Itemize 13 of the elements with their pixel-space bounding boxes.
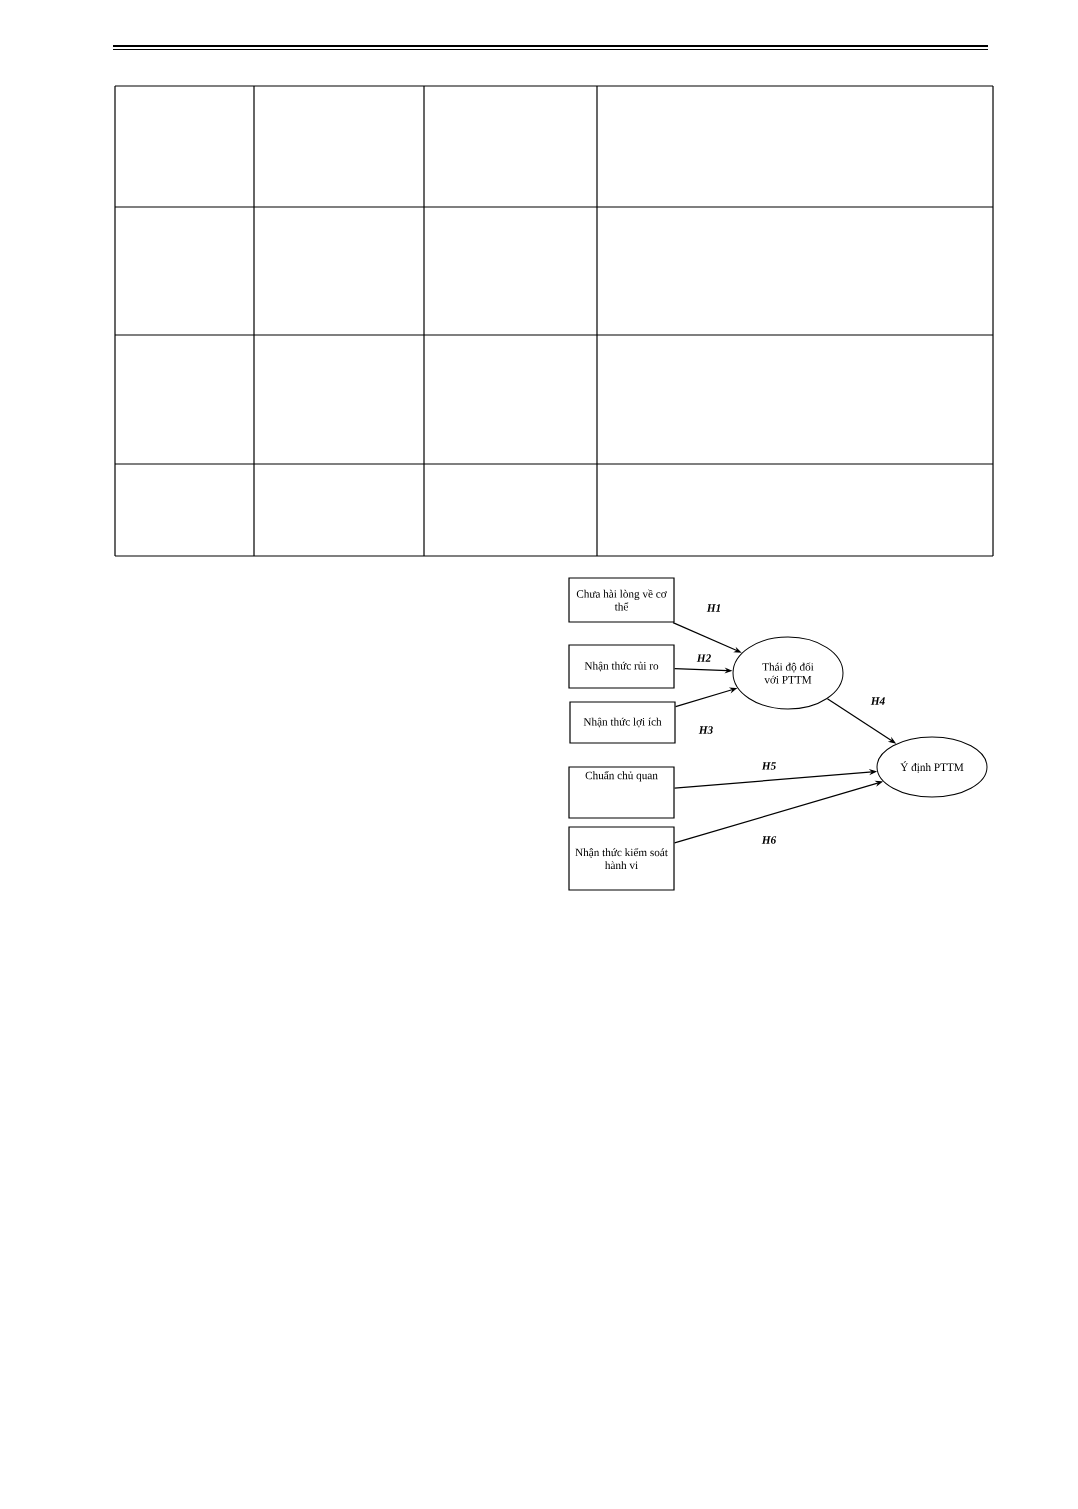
edge-label: H6	[760, 835, 778, 845]
edge-label: H5	[760, 761, 778, 771]
text-box: Nhận thức rủi ro	[568, 644, 675, 689]
ellipse-node: Ý định PTTM	[876, 736, 988, 798]
text-box: Chuẩn chủ quan	[568, 766, 675, 819]
edge-label: H4	[869, 696, 887, 706]
edge-label: H1	[705, 603, 723, 613]
edge-label: H3	[697, 725, 715, 735]
edge-label: H2	[695, 653, 713, 663]
text-box: Nhận thức kiểm soát hành vi	[568, 826, 675, 891]
ellipse-node: Thái độ đối với PTTM	[732, 636, 844, 710]
text-box: Chưa hài lòng về cơ thể	[568, 577, 675, 623]
text-box: Nhận thức lợi ích	[569, 701, 676, 744]
